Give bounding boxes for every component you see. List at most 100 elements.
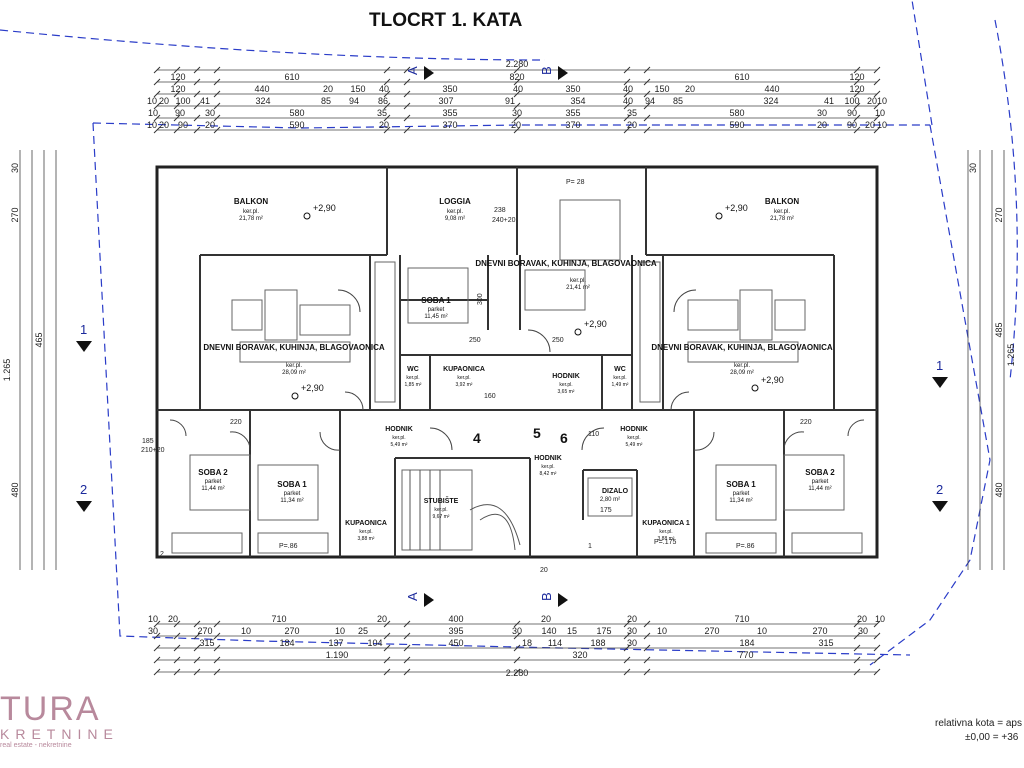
logo-tagline: real estate - nekretnine [0, 742, 72, 749]
dim-top-r5-3: 20 [205, 120, 215, 130]
dimension-tick [513, 620, 521, 628]
svg-text:ker.pl.: ker.pl. [406, 375, 419, 381]
svg-text:+2,90: +2,90 [725, 203, 748, 213]
dim-bot-r2-8: 140 [541, 626, 556, 636]
section-1-right: 1 [936, 358, 943, 373]
dim-bot-r1-0: 10 [148, 614, 158, 624]
dim-top-r2-12: 120 [849, 84, 864, 94]
dimension-tick [213, 668, 221, 676]
dimension-tick [153, 102, 161, 110]
dim-left-2: 465 [34, 332, 44, 347]
dimension-tick [643, 66, 651, 74]
svg-text:WC: WC [407, 366, 419, 373]
dim-top-r4-7: 355 [565, 108, 580, 118]
room-soba2-left: SOBA 2 parket 11,44 m² [198, 468, 228, 492]
room-living-right: DNEVNI BORAVAK, KUHINJA, BLAGOVAONICA ke… [651, 343, 833, 376]
room-dizalo: DIZALO 2,80 m² [600, 488, 629, 503]
svg-text:+2,90: +2,90 [584, 319, 607, 329]
dim-top-r1-4: 120 [849, 72, 864, 82]
svg-text:parket: parket [205, 479, 222, 485]
dimension-tick [403, 632, 411, 640]
room-stubiste: STUBIŠTE ker.pl. 9,67 m² [424, 496, 459, 520]
dimension-tick [643, 632, 651, 640]
dimension-tick [383, 656, 391, 664]
dim-right-0: 30 [968, 163, 978, 173]
room-hodnik-center: HODNIK ker.pl. 8,42 m² [534, 455, 562, 477]
dimension-tick [153, 114, 161, 122]
dim-top-r5-2: 90 [178, 120, 188, 130]
misc-label-14: 160 [484, 393, 496, 400]
dimension-tick [873, 78, 881, 86]
dimension-tick [383, 90, 391, 98]
svg-text:ker.pl.: ker.pl. [447, 209, 463, 215]
dimension-tick [153, 632, 161, 640]
dim-top-r1-2: 820 [509, 72, 524, 82]
dimension-tick [853, 114, 861, 122]
dim-top-r3-5: 85 [321, 96, 331, 106]
room-wc-left: WC ker.pl. 1,85 m² [405, 366, 422, 388]
dimension-lines [19, 69, 1005, 673]
dim-bot-total: 2.280 [506, 668, 529, 678]
dim-right-2: 485 [994, 322, 1004, 337]
svg-text:HODNIK: HODNIK [534, 455, 562, 462]
room-labels: BALKON ker.pl. 21,78 m² LOGGIA ker.pl. 9… [198, 197, 835, 542]
dim-top-r2-7: 350 [565, 84, 580, 94]
dimension-tick [403, 644, 411, 652]
dim-top-r5-0: 10 [147, 120, 157, 130]
dim-bot-r3-8: 30 [627, 638, 637, 648]
svg-text:11,44 m²: 11,44 m² [808, 486, 831, 492]
dimension-tick [153, 126, 161, 134]
dim-top-texts: 2.280 120 610 820 610 120 120 440 20 150… [147, 59, 887, 130]
dimension-tick [173, 66, 181, 74]
dim-top-r5-10: 590 [729, 120, 744, 130]
svg-text:parket: parket [284, 491, 301, 497]
dim-top-r3-9: 91 [505, 96, 515, 106]
level-marker-4: +2,90 [291, 383, 324, 400]
dim-top-r3-16: 100 [844, 96, 859, 106]
dim-bot-r3-3: 104 [367, 638, 382, 648]
dim-right-3: 1.265 [1006, 344, 1016, 367]
interior-walls [157, 167, 877, 557]
svg-text:3,65 m²: 3,65 m² [558, 389, 575, 395]
dimension-tick [173, 102, 181, 110]
section-1-left: 1 [80, 322, 87, 337]
svg-text:3,92 m²: 3,92 m² [456, 382, 473, 388]
dim-top-r5-7: 20 [511, 120, 521, 130]
dim-bot-r2-13: 270 [704, 626, 719, 636]
svg-text:28,09 m²: 28,09 m² [282, 370, 306, 376]
dimension-tick [853, 90, 861, 98]
dim-top-r2-9: 150 [654, 84, 669, 94]
section-marks: A B A B 1 2 1 2 [76, 66, 948, 607]
dimension-tick [403, 102, 411, 110]
dim-bot-r2-11: 30 [627, 626, 637, 636]
dimension-tick [623, 66, 631, 74]
dimension-tick [643, 126, 651, 134]
dimension-tick [873, 126, 881, 134]
dim-bot-r3-5: 18 [522, 638, 532, 648]
svg-text:KUPAONICA 1: KUPAONICA 1 [642, 520, 690, 527]
dimension-tick [873, 114, 881, 122]
dim-top-r5-13: 20 [865, 120, 875, 130]
svg-text:5,49 m²: 5,49 m² [626, 442, 643, 448]
svg-text:21,78 m²: 21,78 m² [239, 216, 263, 222]
dimension-tick [193, 78, 201, 86]
dimension-tick [213, 90, 221, 98]
dim-bot-sub-2: 770 [738, 650, 753, 660]
dim-bot-r3-9: 184 [739, 638, 754, 648]
svg-text:DIZALO: DIZALO [602, 488, 629, 495]
dimension-tick [513, 90, 521, 98]
dim-left-texts: 30 270 465 1.265 480 [2, 163, 44, 498]
dim-top-r3-10: 354 [570, 96, 585, 106]
misc-label-0: P= 28 [566, 179, 585, 186]
section-a-bottom: A [405, 592, 420, 601]
svg-text:ker.pl.: ker.pl. [434, 507, 447, 513]
room-hodnik-right: HODNIK ker.pl. 5,49 m² [620, 426, 648, 448]
furniture [171, 199, 863, 554]
room-soba2-right: SOBA 2 parket 11,44 m² [805, 468, 835, 492]
dimension-tick [873, 102, 881, 110]
dim-top-total: 2.280 [506, 59, 529, 69]
svg-text:11,34 m²: 11,34 m² [280, 498, 303, 504]
misc-label-10: 185 [142, 438, 154, 445]
svg-text:ker.pl.: ker.pl. [286, 363, 302, 369]
dimension-tick [643, 102, 651, 110]
